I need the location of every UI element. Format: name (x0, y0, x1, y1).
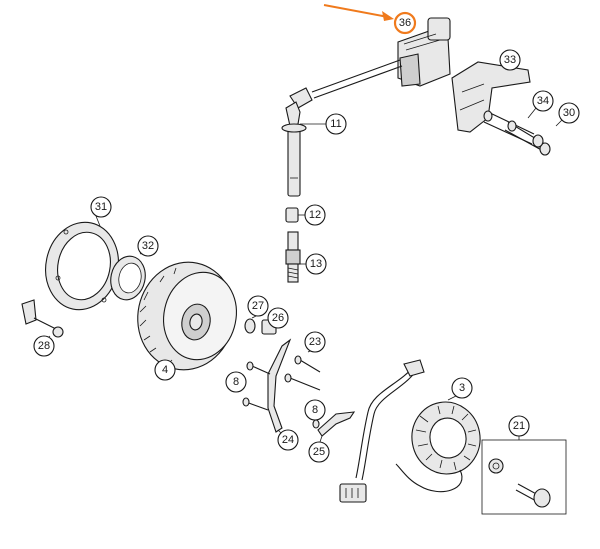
tensioner-guide (312, 411, 356, 437)
svg-text:33: 33 (504, 54, 516, 66)
small-screws-upper (242, 361, 271, 411)
svg-text:28: 28 (38, 340, 50, 352)
svg-text:23: 23 (309, 336, 321, 348)
svg-text:32: 32 (142, 240, 154, 252)
callout-4: 4 (154, 359, 176, 381)
plug-terminal-nut (285, 207, 299, 223)
callout-13: 13 (300, 253, 327, 275)
callout-30: 30 (555, 102, 580, 127)
callout-12: 12 (298, 204, 326, 226)
ignition-coil (397, 17, 451, 87)
flywheel-washer (244, 318, 256, 334)
callout-36: 36 (393, 11, 417, 35)
callout-8-upper: 8 (225, 371, 247, 393)
callout-28: 28 (33, 335, 55, 357)
ignition-cable (289, 59, 403, 109)
svg-text:3: 3 (459, 382, 465, 394)
svg-text:11: 11 (330, 118, 341, 130)
flywheel-rotor (137, 261, 237, 371)
svg-text:31: 31 (95, 201, 107, 213)
spark-plug (285, 231, 301, 283)
callout-36-label: 36 (399, 17, 411, 29)
callout-25: 25 (308, 435, 330, 463)
callout-31: 31 (90, 196, 112, 227)
callout-33: 33 (499, 49, 521, 71)
svg-text:8: 8 (312, 404, 318, 416)
guide-rail (267, 338, 292, 433)
spark-plug-connector (281, 101, 307, 197)
stator (411, 401, 481, 475)
parts-kit-box (481, 439, 567, 515)
svg-text:12: 12 (309, 209, 321, 221)
svg-text:24: 24 (282, 434, 294, 446)
sealing-ring (110, 255, 146, 301)
stator-cable (339, 359, 463, 503)
stator-bolts (284, 355, 321, 391)
highlight-arrow (323, 4, 394, 21)
svg-text:27: 27 (252, 300, 264, 312)
callout-3: 3 (447, 377, 473, 401)
callout-34: 34 (527, 90, 554, 119)
svg-text:25: 25 (313, 446, 325, 458)
svg-text:4: 4 (162, 364, 168, 376)
clip-part (21, 299, 64, 338)
callout-26: 26 (267, 307, 289, 329)
bracket-bolts (483, 110, 551, 156)
callout-27: 27 (247, 295, 269, 319)
callout-11: 11 (300, 113, 347, 135)
svg-text:8: 8 (233, 376, 239, 388)
callout-32: 32 (137, 235, 159, 257)
callout-8-lower: 8 (304, 399, 326, 421)
coil-bracket (451, 61, 531, 133)
callout-24: 24 (277, 429, 299, 451)
svg-text:13: 13 (310, 258, 322, 270)
flywheel-cover (45, 221, 119, 311)
svg-text:26: 26 (272, 312, 284, 324)
svg-text:21: 21 (513, 420, 525, 432)
svg-text:30: 30 (563, 107, 575, 119)
callout-21: 21 (508, 415, 530, 440)
callout-23: 23 (304, 331, 326, 353)
svg-text:34: 34 (537, 95, 549, 107)
